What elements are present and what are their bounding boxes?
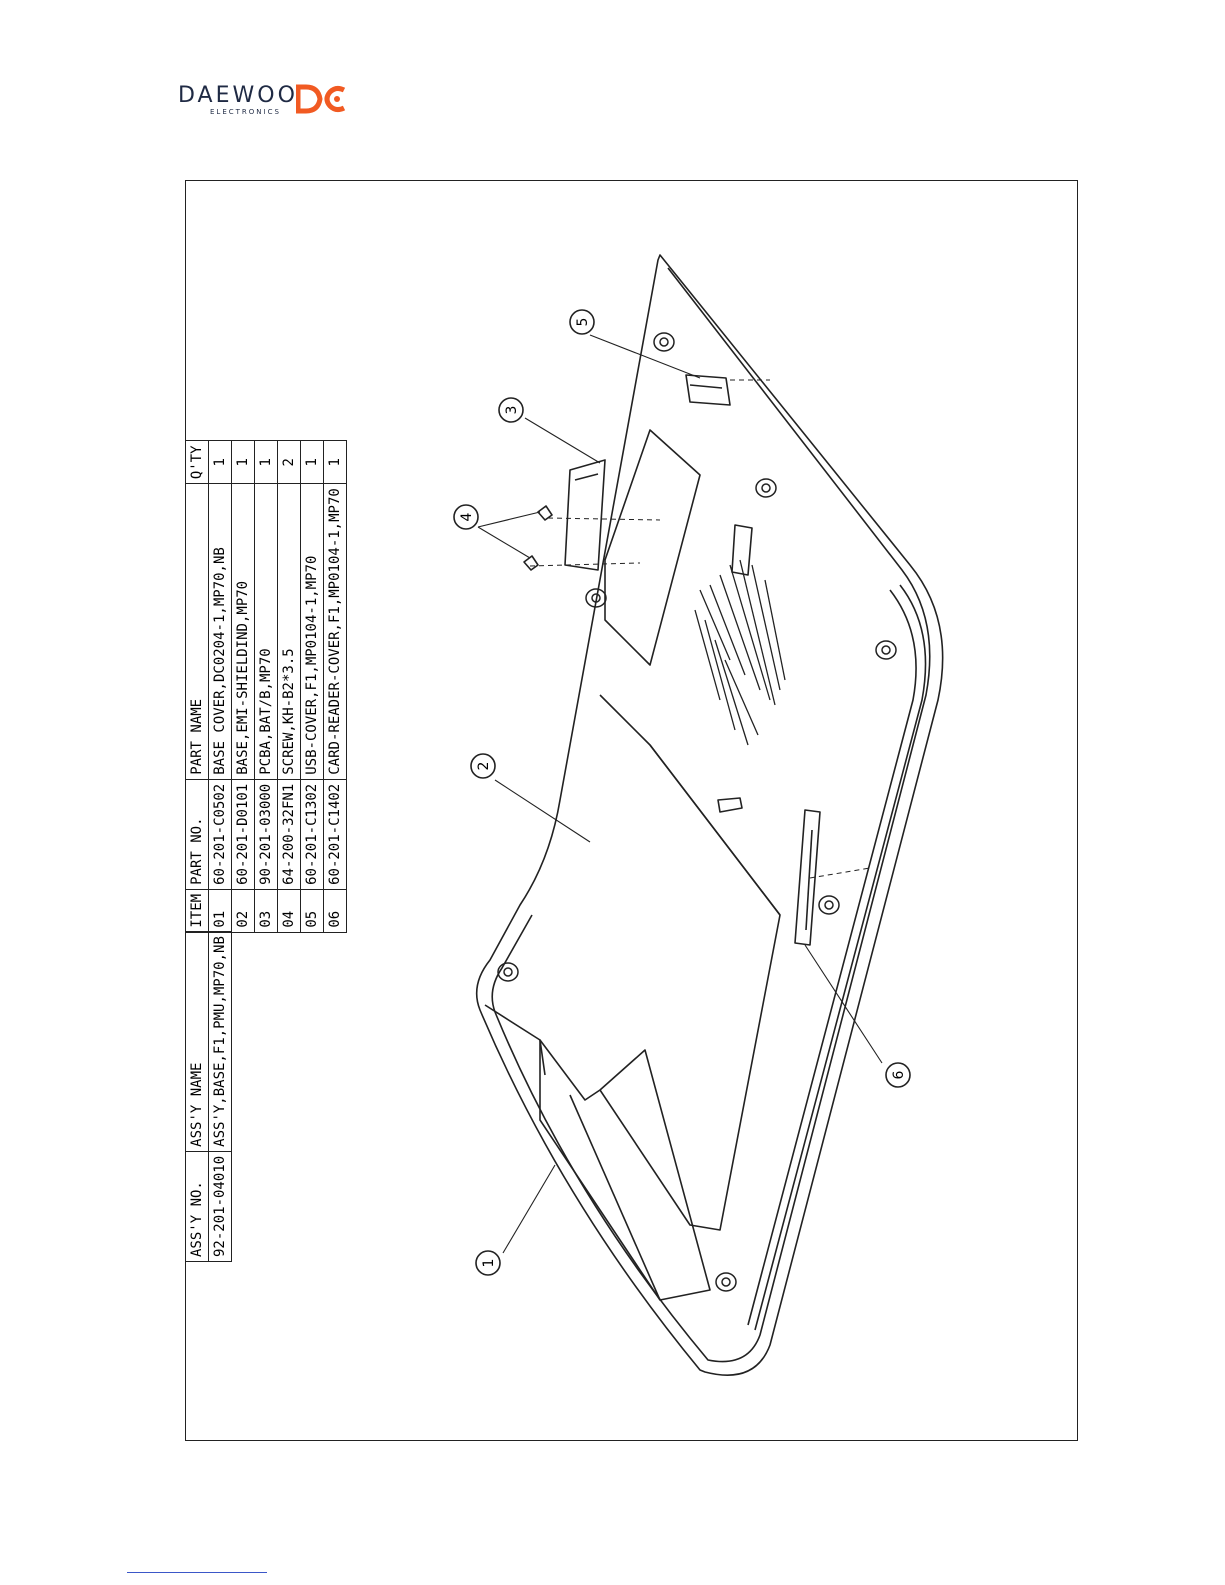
item-cell: 05 [300, 889, 324, 933]
item-cell: 03 [254, 889, 278, 933]
qty-cell: 1 [208, 440, 232, 484]
header-assy-no: ASS'Y NO. [185, 1151, 209, 1262]
part-name-cell: BASE,EMI-SHIELDIND,MP70 [231, 483, 255, 780]
assy-name: ASS'Y,BASE,F1,PMU,MP70,NB [208, 931, 232, 1152]
daewoo-logo-icon [296, 84, 346, 114]
part-no-cell: 60-201-C1402 [323, 779, 347, 890]
assembly-table: ASS'Y NO. ASS'Y NAME 92-201-04010 ASS'Y,… [185, 931, 232, 1262]
header-qty: Q'TY [185, 440, 209, 484]
qty-cell: 2 [277, 440, 301, 484]
assembly-header-row: ASS'Y NO. ASS'Y NAME [185, 931, 209, 1262]
header-assy-name: ASS'Y NAME [185, 931, 209, 1152]
item-cell: 02 [231, 889, 255, 933]
parts-header-row: ITEM PART NO. PART NAME Q'TY [185, 440, 209, 933]
part-no-cell: 90-201-03000 [254, 779, 278, 890]
header-part-no: PART NO. [185, 779, 209, 890]
part-no-cell: 60-201-D0101 [231, 779, 255, 890]
item-cell: 06 [323, 889, 347, 933]
callout-3: 3 [504, 406, 520, 415]
table-row: 06 60-201-C1402 CARD-READER-COVER,F1,MP0… [323, 440, 347, 933]
part-name-cell: BASE COVER,DC0204-1,MP70,NB [208, 483, 232, 780]
part-no-cell: 60-201-C1302 [300, 779, 324, 890]
part-name-cell: SCREW,KH-B2*3.5 [277, 483, 301, 780]
footer-link-underline [127, 1572, 267, 1573]
assy-no: 92-201-04010 [208, 1151, 232, 1262]
table-row: 04 64-200-32FN1 SCREW,KH-B2*3.5 2 [277, 440, 301, 933]
callout-5: 5 [575, 318, 591, 327]
daewoo-logo: DAEWOO ELECTRONICS [178, 84, 358, 124]
callout-4: 4 [459, 512, 475, 521]
part-name-cell: PCBA,BAT/B,MP70 [254, 483, 278, 780]
header-part-name: PART NAME [185, 483, 209, 780]
header-item: ITEM [185, 889, 209, 933]
table-row: 02 60-201-D0101 BASE,EMI-SHIELDIND,MP70 … [231, 440, 255, 933]
part-no-cell: 60-201-C0502 [208, 779, 232, 890]
part-no-cell: 64-200-32FN1 [277, 779, 301, 890]
qty-cell: 1 [231, 440, 255, 484]
parts-table: ITEM PART NO. PART NAME Q'TY 01 60-201-C… [185, 440, 347, 933]
callout-6: 6 [891, 1070, 907, 1079]
part-name-cell: USB-COVER,F1,MP0104-1,MP70 [300, 483, 324, 780]
table-row: 01 60-201-C0502 BASE COVER,DC0204-1,MP70… [208, 440, 232, 933]
item-cell: 01 [208, 889, 232, 933]
qty-cell: 1 [300, 440, 324, 484]
item-cell: 04 [277, 889, 301, 933]
logo-wordmark: DAEWOO [178, 83, 298, 108]
table-row: 03 90-201-03000 PCBA,BAT/B,MP70 1 [254, 440, 278, 933]
qty-cell: 1 [254, 440, 278, 484]
rotated-tables: ASS'Y NO. ASS'Y NAME 92-201-04010 ASS'Y,… [185, 440, 347, 1262]
part-name-cell: CARD-READER-COVER,F1,MP0104-1,MP70 [323, 483, 347, 780]
drawing-frame [185, 180, 1078, 1441]
table-row: 05 60-201-C1302 USB-COVER,F1,MP0104-1,MP… [300, 440, 324, 933]
logo-subtitle: ELECTRONICS [210, 108, 281, 116]
qty-cell: 1 [323, 440, 347, 484]
callout-2: 2 [476, 762, 492, 771]
callout-1: 1 [481, 1259, 497, 1268]
assembly-row: 92-201-04010 ASS'Y,BASE,F1,PMU,MP70,NB [208, 931, 232, 1262]
